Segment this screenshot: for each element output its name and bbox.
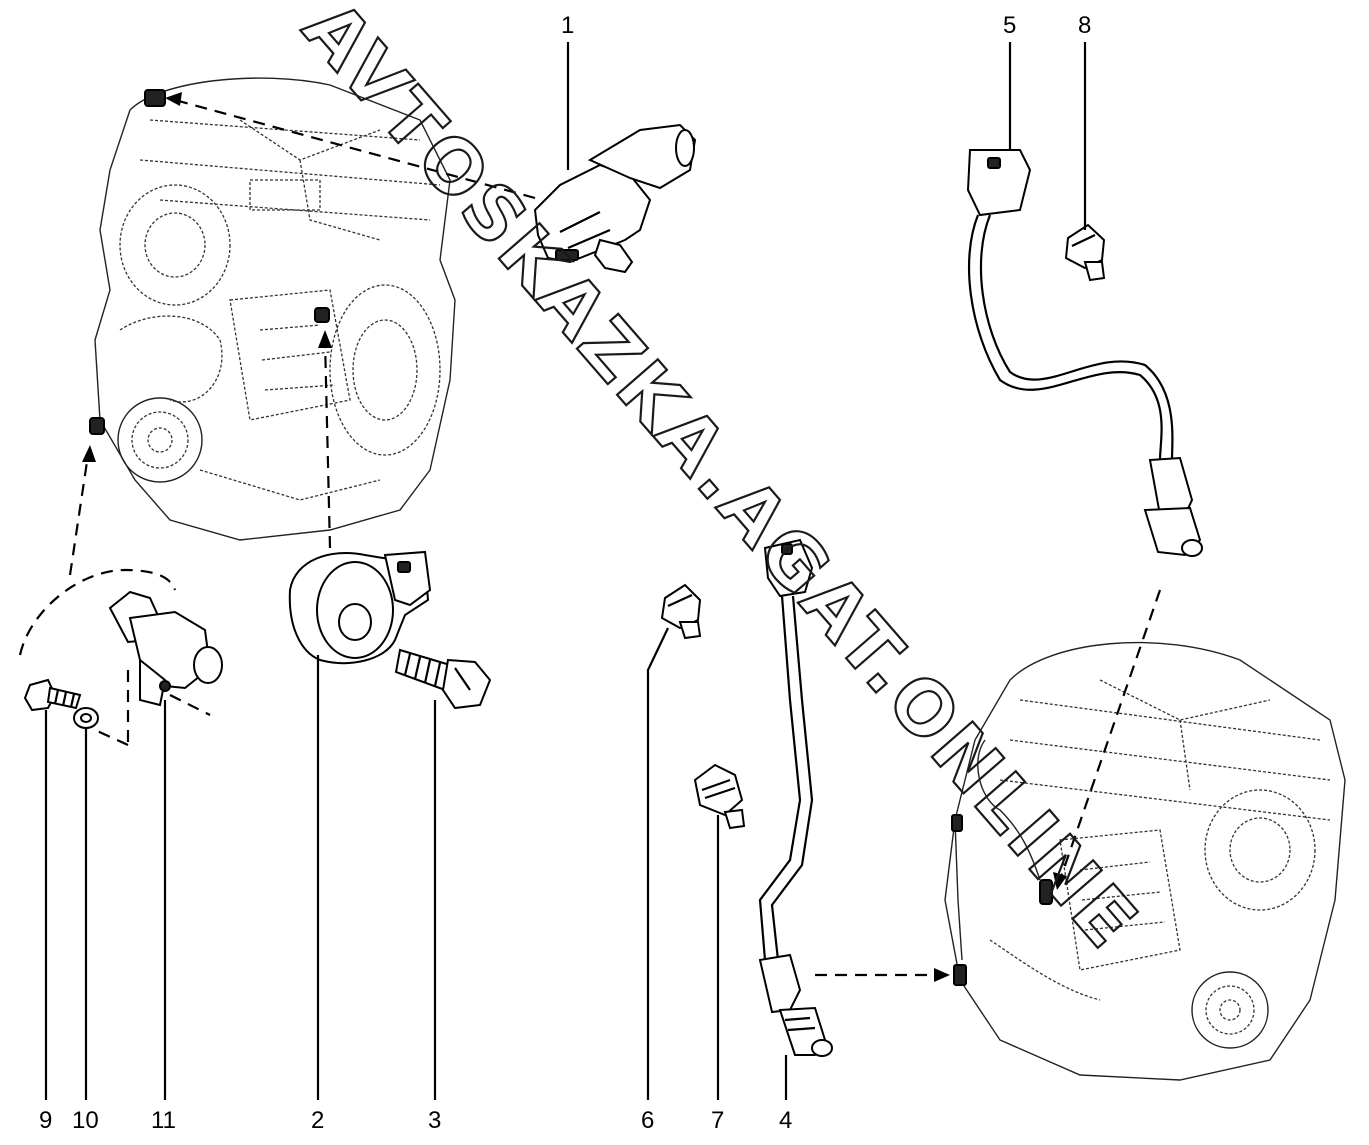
arrowhead-icon (1053, 872, 1067, 890)
callout-3: 3 (428, 1107, 441, 1134)
callout-5: 5 (1003, 12, 1016, 39)
engine-block-rear-icon (944, 641, 1346, 1081)
oxygen-sensor-downstream-icon (758, 538, 833, 1057)
bolt-icon (394, 648, 492, 710)
arrowhead-icon (318, 330, 332, 348)
callout-1: 1 (561, 12, 574, 39)
clip-7-icon (693, 763, 746, 830)
leader-lines (44, 42, 1087, 1100)
arrowhead-icon (165, 92, 182, 106)
callout-2: 2 (311, 1107, 324, 1134)
pressure-sensor-icon (533, 123, 697, 274)
callout-9: 9 (39, 1107, 52, 1134)
oxygen-sensor-upstream-icon (966, 149, 1203, 557)
clip-8-icon (1064, 223, 1106, 282)
knock-sensor-icon (288, 550, 432, 664)
callout-11: 11 (151, 1107, 176, 1134)
watermark-text: AVTOSKAZKA.AGAT.ONLINE (286, 0, 1155, 967)
callout-7: 7 (711, 1107, 724, 1134)
crankshaft-sensor-icon (94, 590, 223, 747)
engine-block-front-icon (89, 77, 456, 541)
callout-8: 8 (1078, 12, 1091, 39)
watermark: AVTOSKAZKA.AGAT.ONLINE (285, 0, 1156, 968)
clip-6-icon (660, 583, 702, 640)
arrowhead-icon (82, 445, 96, 462)
callout-10: 10 (72, 1107, 99, 1134)
callout-6: 6 (641, 1107, 654, 1134)
arrowhead-icon (934, 968, 950, 982)
bolt-small-icon (23, 678, 82, 712)
assembly-arrows (18, 92, 1162, 982)
callout-labels: 1 2 3 4 5 6 7 8 9 10 11 (39, 12, 1091, 1134)
callout-4: 4 (779, 1107, 792, 1134)
washer-icon (73, 707, 99, 729)
